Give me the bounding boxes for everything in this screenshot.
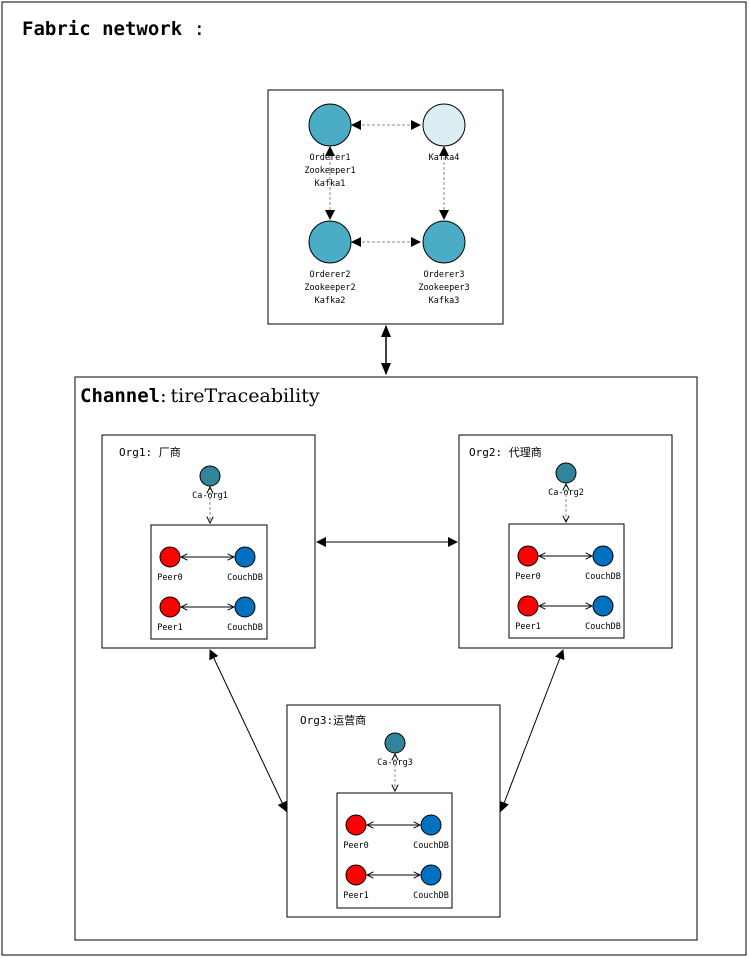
- cluster-node-label: Kafka3: [429, 296, 460, 306]
- cluster-node-2: [422, 103, 466, 147]
- page-title-suffix: :: [182, 18, 205, 40]
- cluster-node-3: [308, 220, 352, 264]
- cluster-node-label: Orderer3: [424, 270, 465, 280]
- page-title: Fabric network: [22, 18, 183, 40]
- couchdb-node: [420, 814, 442, 836]
- channel-separator: :: [160, 385, 166, 407]
- couchdb-label: CouchDB: [585, 572, 621, 582]
- svg-text:Fabric network :: Fabric network :: [22, 18, 205, 40]
- org1-org3-arrow: [209, 649, 287, 812]
- cluster-node-label: Kafka1: [315, 179, 346, 189]
- svg-text:Channel:tireTraceability: Channel:tireTraceability: [80, 385, 320, 407]
- org-label: Org3:运营商: [300, 713, 366, 727]
- peer-label: Peer0: [157, 573, 183, 583]
- org2-org3-arrow: [499, 649, 565, 812]
- org-label: Org1: 厂商: [119, 445, 181, 459]
- peer-box: [508, 523, 625, 639]
- cluster-node-label: Zookeeper2: [304, 283, 355, 293]
- peer-node: [159, 546, 181, 568]
- cluster-node-4: [422, 220, 466, 264]
- couchdb-node: [420, 864, 442, 886]
- peer-label: Peer0: [343, 841, 369, 851]
- peer-box: [336, 792, 453, 909]
- peer-node: [345, 864, 367, 886]
- cluster-node-label: Zookeeper3: [418, 283, 469, 293]
- peer-label: Peer1: [157, 623, 183, 633]
- ca-node: [384, 732, 406, 754]
- couchdb-node: [592, 545, 614, 567]
- cluster-node-label: Kafka4: [429, 153, 460, 163]
- peer-label: Peer0: [515, 572, 541, 582]
- peer-node: [517, 545, 539, 567]
- peer-node: [517, 595, 539, 617]
- peer-label: Peer1: [515, 622, 541, 632]
- couchdb-node: [592, 595, 614, 617]
- couchdb-node: [234, 546, 256, 568]
- couchdb-label: CouchDB: [413, 841, 449, 851]
- channel-name: tireTraceability: [170, 385, 319, 407]
- couchdb-label: CouchDB: [585, 622, 621, 632]
- peer-label: Peer1: [343, 891, 369, 901]
- channel-label: Channel: [80, 385, 160, 407]
- couchdb-label: CouchDB: [413, 891, 449, 901]
- cluster-node-label: Zookeeper1: [304, 166, 355, 176]
- peer-node: [159, 596, 181, 618]
- couchdb-label: CouchDB: [227, 573, 263, 583]
- couchdb-node: [234, 596, 256, 618]
- peer-node: [345, 814, 367, 836]
- peer-box: [150, 524, 268, 640]
- cluster-node-label: Kafka2: [315, 296, 346, 306]
- org-label: Org2: 代理商: [469, 445, 542, 459]
- cluster-node-label: Orderer1: [310, 153, 351, 163]
- ca-node: [555, 462, 577, 484]
- cluster-node-label: Orderer2: [310, 270, 351, 280]
- couchdb-label: CouchDB: [227, 623, 263, 633]
- cluster-node-1: [308, 103, 352, 147]
- ca-node: [199, 465, 221, 487]
